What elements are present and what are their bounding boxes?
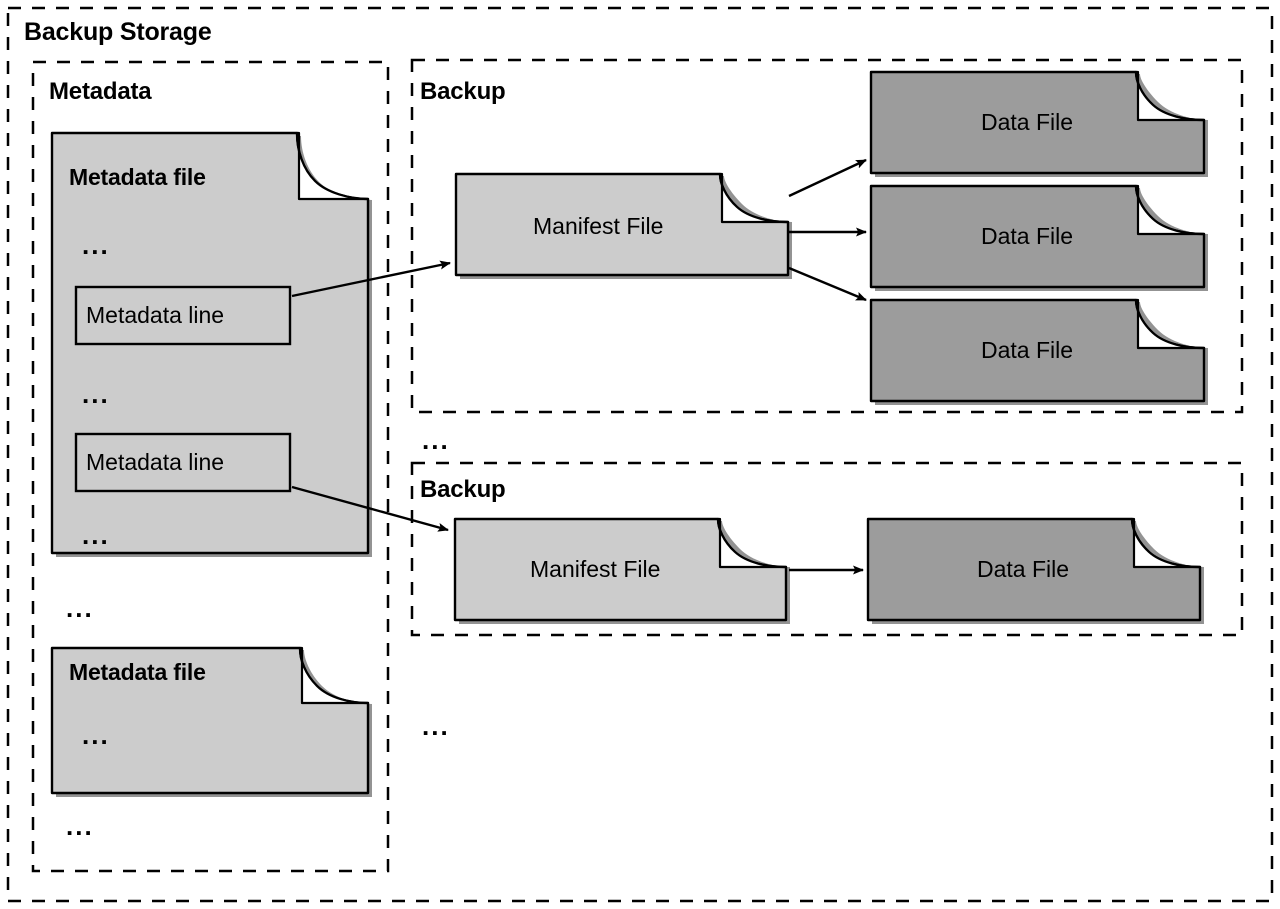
backup-container-1 [410,58,1244,414]
backup-storage-title: Backup Storage [24,18,212,46]
data-file-1-label: Data File [981,109,1074,135]
metadata-file-1-title: Metadata file [69,164,206,190]
metadata-container [31,60,390,873]
data-file-4-label: Data File [977,556,1070,582]
metadata-trailing-ellipsis: ... [66,811,94,841]
data-file-2-shape [869,184,1208,291]
trailing-backups-ellipsis: ... [422,711,450,741]
arrow-metadata-line-2-to-manifest-2 [291,485,449,532]
metadata-line-label-2: Metadata line [86,449,225,475]
metadata-line-box-1 [74,285,292,346]
between-backups-ellipsis: ... [422,425,450,455]
data-file-3-label: Data File [981,337,1074,363]
manifest-file-2-shape [453,517,790,624]
metadata-between-files-ellipsis: ... [66,593,94,623]
manifest-file-1-label: Manifest File [533,213,664,239]
data-file-2-label: Data File [981,223,1074,249]
metadata-line-box-2 [74,432,292,493]
backup-section-1-title: Backup [420,78,506,105]
metadata-file-2-ellipsis-1: ... [82,720,110,750]
metadata-file-1-ellipsis-3: ... [82,520,110,550]
manifest-file-1-shape [454,172,792,279]
backup-section-2-title: Backup [420,476,506,503]
manifest-file-2-label: Manifest File [530,556,661,582]
backup-storage-container [6,6,1274,903]
data-file-3-shape [869,298,1208,405]
metadata-line-label-1: Metadata line [86,302,225,328]
metadata-section-title: Metadata [49,78,152,105]
metadata-file-2-title: Metadata file [69,659,206,685]
arrow-manifest-1-to-data-file-3 [788,266,867,302]
backup-container-2 [410,461,1244,637]
data-file-4-shape [866,517,1204,624]
metadata-file-1-ellipsis-2: ... [82,379,110,409]
metadata-file-1-ellipsis-1: ... [82,230,110,260]
data-file-1-shape [869,70,1208,177]
arrow-manifest-1-to-data-file-1 [788,158,867,198]
arrow-metadata-line-1-to-manifest-1 [291,260,451,298]
metadata-file-2-shape [50,646,372,797]
